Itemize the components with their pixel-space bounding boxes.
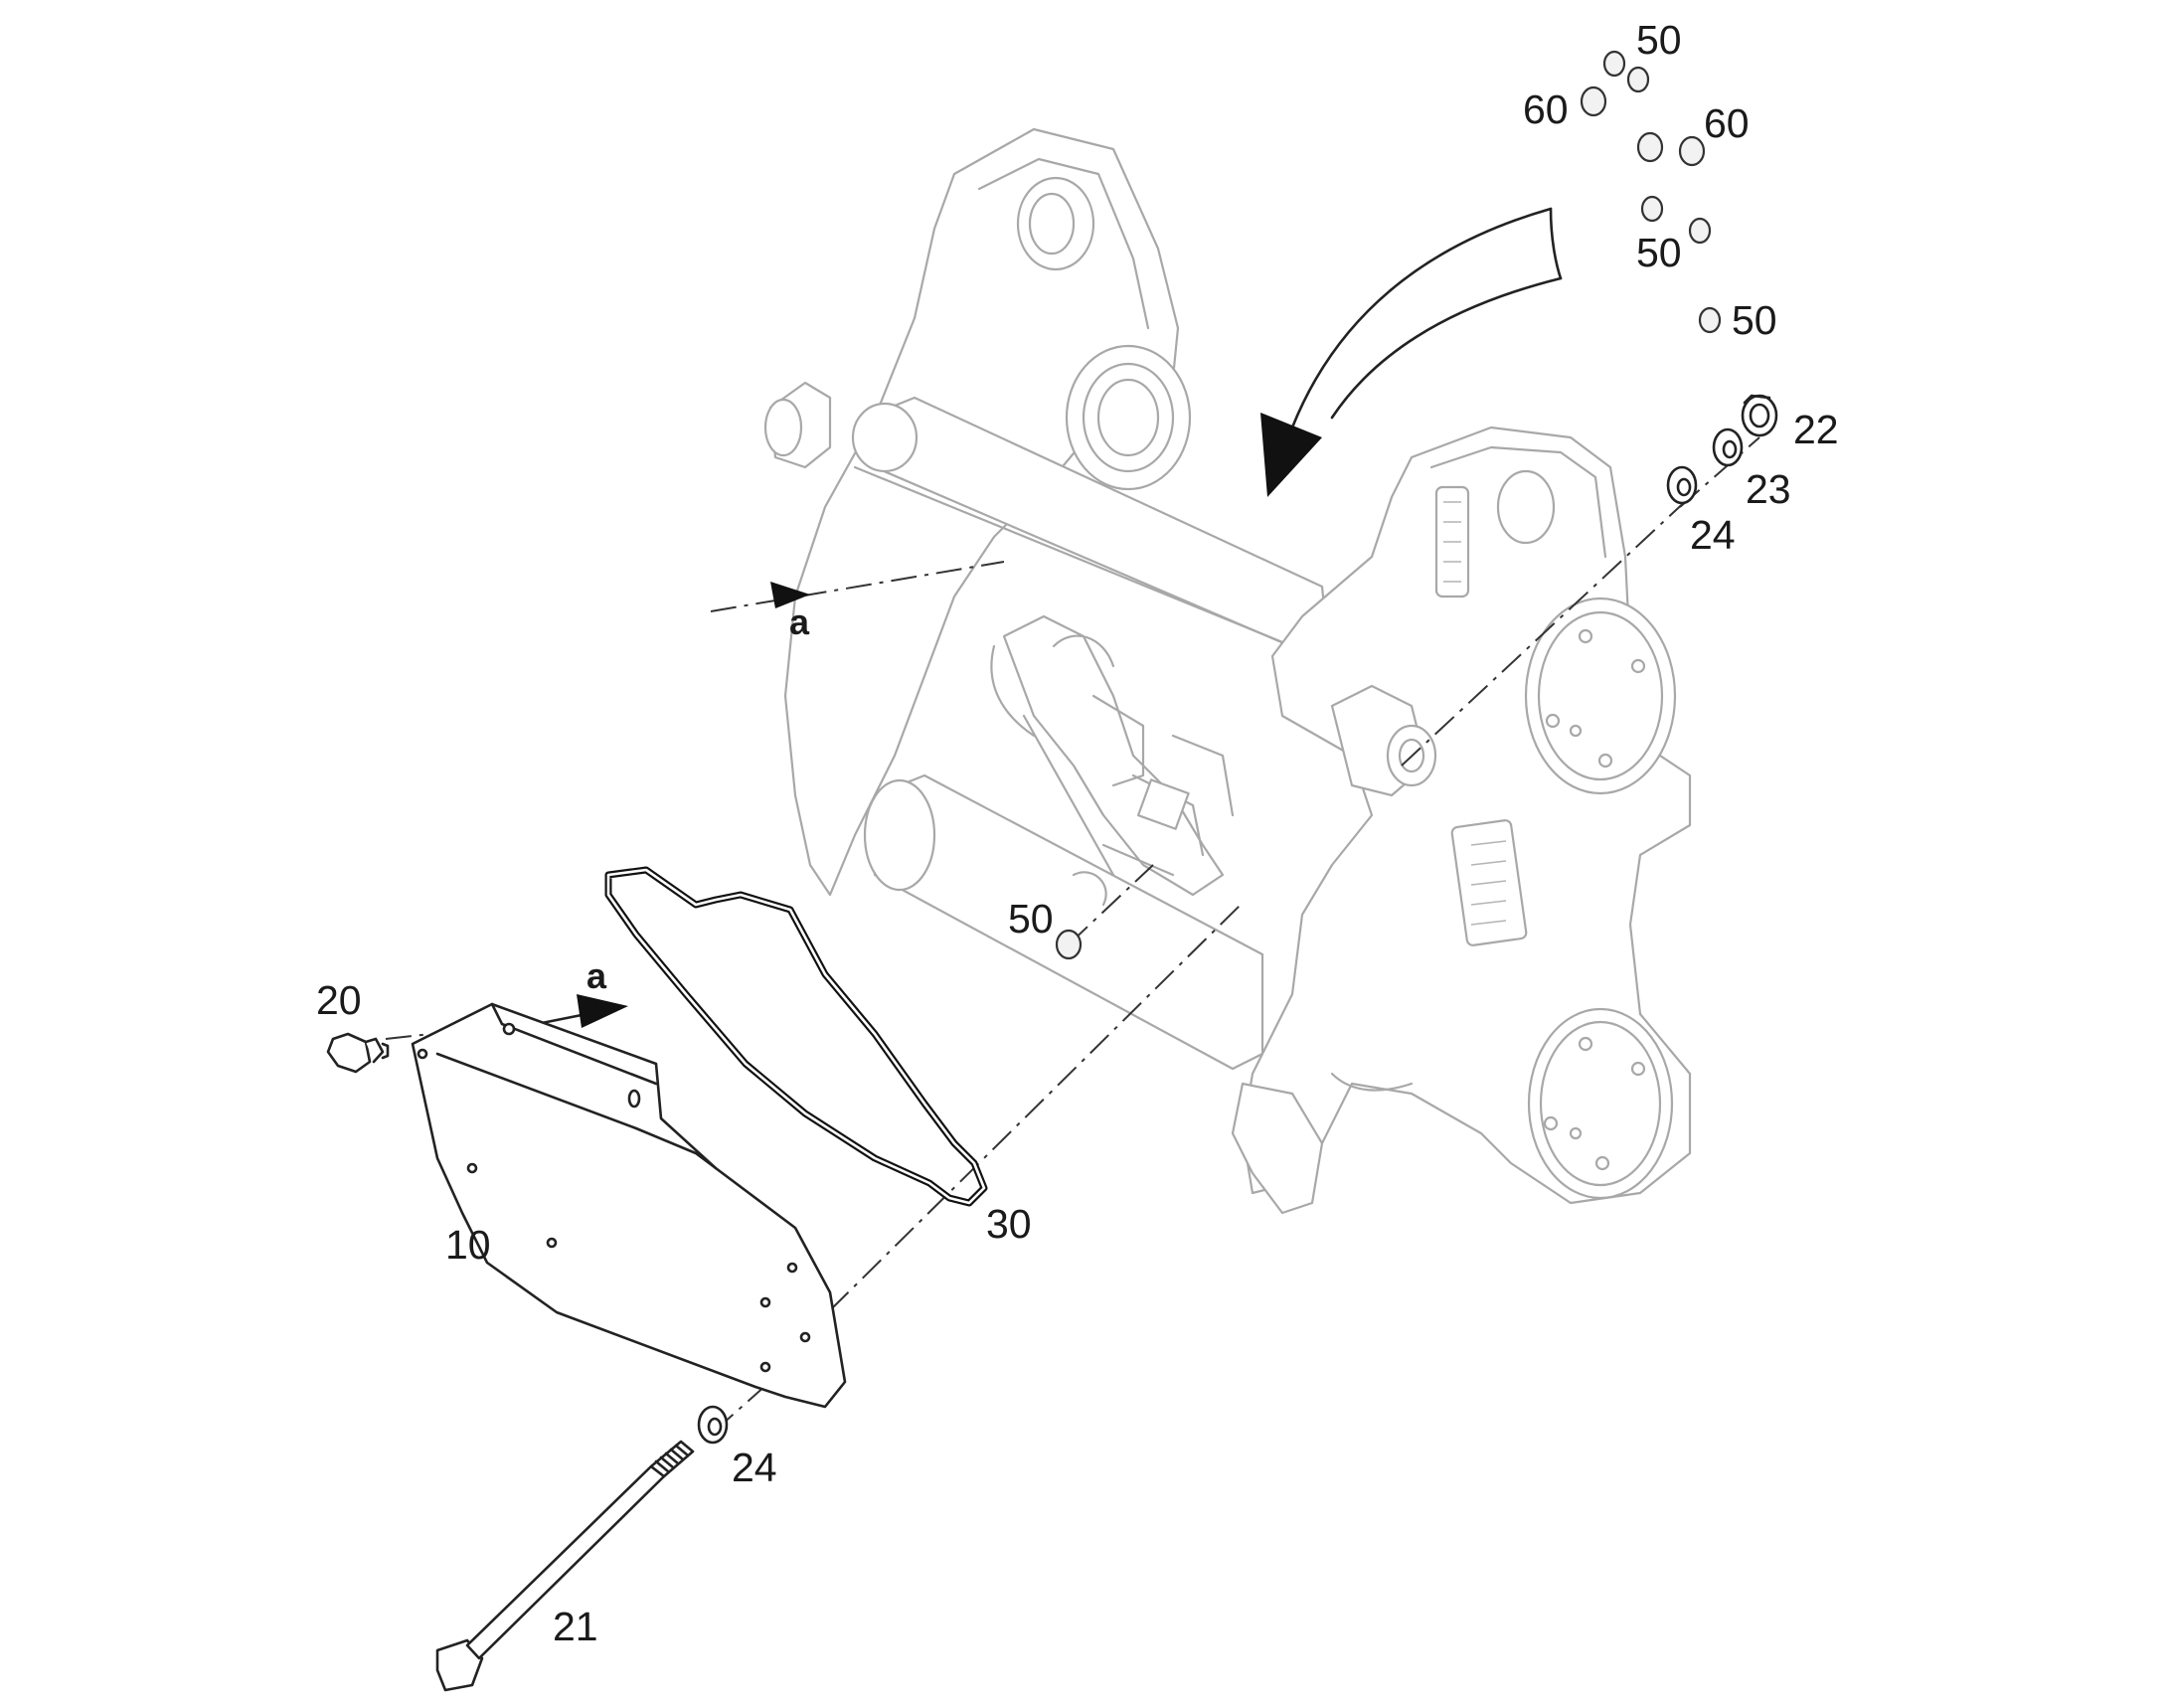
plug-50-mid-b: [1688, 217, 1712, 245]
plug-50-top-a: [1602, 50, 1626, 78]
label-60-right: 60: [1704, 100, 1750, 146]
lower-hook: [1231, 1082, 1324, 1215]
coupler-body: [763, 127, 1692, 1215]
plug-50-top-b: [1626, 66, 1650, 93]
plug-60-right-a: [1636, 131, 1664, 163]
view-arrow-a-upper: [770, 582, 810, 608]
plug-60-right-b: [1678, 135, 1706, 167]
plug-50-mid-a: [1640, 195, 1664, 223]
orientation-arrow: [1260, 207, 1563, 497]
label-22: 22: [1793, 407, 1839, 452]
lower-cylinder-cap: [1527, 1007, 1674, 1200]
plugs: [1055, 50, 1722, 960]
label-21: 21: [553, 1604, 598, 1649]
nut-22: [1741, 394, 1778, 437]
label-50-top: 50: [1636, 17, 1682, 63]
bolt-21: [435, 1440, 695, 1692]
plug-50-right: [1698, 306, 1722, 334]
label-60-left: 60: [1523, 86, 1569, 132]
label-view-a-right: a: [586, 955, 607, 996]
label-20: 20: [316, 977, 362, 1023]
right-pin-eye: [1496, 469, 1556, 545]
plug-50-center: [1055, 929, 1083, 960]
washer-24-top: [1666, 465, 1698, 505]
label-24-bottom: 24: [732, 1445, 777, 1490]
label-50-right: 50: [1732, 297, 1777, 343]
callouts: 50 60 60 50 50 22 23 24 a 50 20 a 30 10 …: [316, 17, 1839, 1649]
label-24-top: 24: [1690, 512, 1736, 558]
upper-cylinder-cap: [1524, 597, 1677, 795]
view-arrow-a-lower: [535, 994, 628, 1028]
label-50-mid: 50: [1636, 230, 1682, 275]
lock-washer-23: [1712, 427, 1744, 467]
gasket: [604, 866, 988, 1207]
label-view-a-left: a: [789, 601, 810, 642]
plug-60-left: [1580, 85, 1607, 117]
label-23: 23: [1746, 466, 1791, 512]
label-30: 30: [986, 1201, 1032, 1247]
washer-24-bottom: [697, 1405, 729, 1445]
screw-20: [326, 1032, 390, 1074]
cover-plate: [411, 1002, 847, 1409]
upper-pin-boss: [1065, 344, 1192, 491]
left-plate-inner-edge: [977, 157, 1150, 330]
label-50-center: 50: [1008, 896, 1054, 941]
inner-mechanism: [1002, 614, 1225, 897]
label-10: 10: [445, 1222, 491, 1268]
